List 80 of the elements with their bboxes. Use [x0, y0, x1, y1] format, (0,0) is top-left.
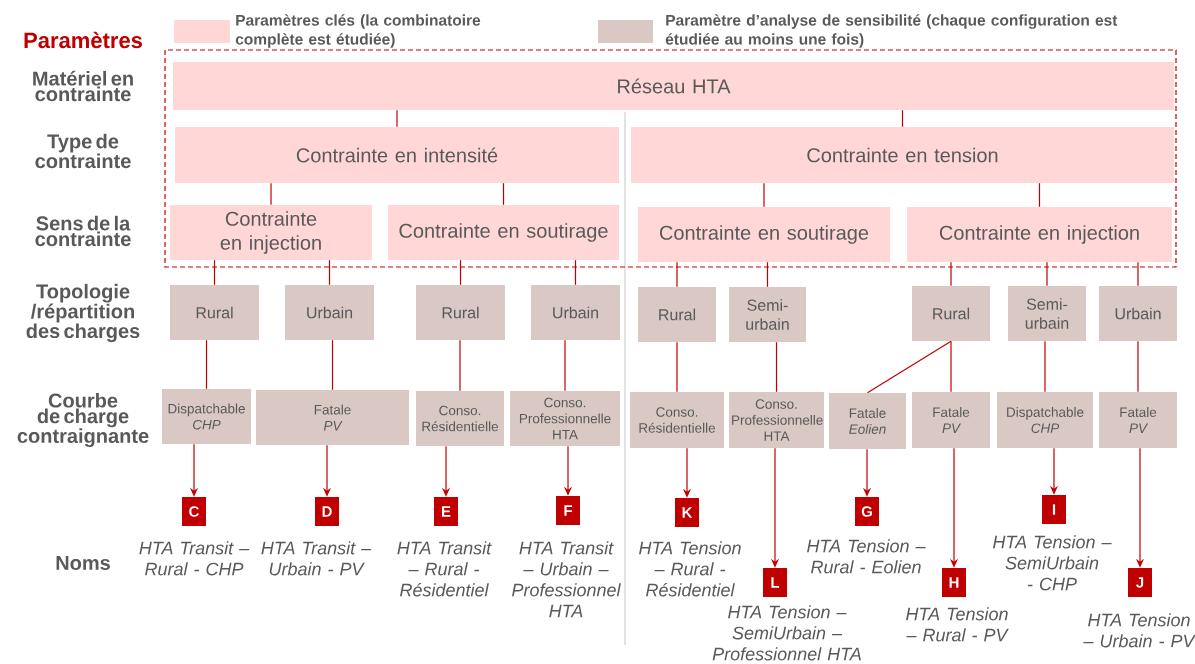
letter-badge: L	[763, 568, 787, 597]
load-curve-box: Fatale Eolien	[829, 393, 906, 449]
load-curve-box: Conso. Résidentielle	[630, 392, 724, 448]
letter-badge: E	[434, 497, 458, 526]
name-label: HTA Tension – Rural - PV	[906, 607, 1009, 642]
connector-line	[328, 259, 331, 286]
letter-badge: K	[675, 498, 699, 527]
connector-line	[766, 261, 769, 288]
key-parameter-box: Contrainte en soutirage	[388, 205, 619, 260]
legend-text: Paramètres clés (la combinatoire complète est étudiée)	[235, 14, 481, 48]
topology-box: Semi-urbain	[1008, 286, 1086, 341]
name-label: HTA Tension – Rural - Eolien	[807, 539, 926, 574]
load-curve-box: Dispatchable CHP	[997, 392, 1093, 448]
name-label: HTA Transit – Rural - Résidentiel	[397, 541, 492, 597]
topology-box: Urbain	[1099, 286, 1177, 341]
topology-box: Rural	[416, 285, 505, 340]
connector-line	[270, 182, 272, 206]
connector-line	[775, 341, 778, 393]
connector-line	[574, 259, 577, 286]
letter-badge: D	[315, 497, 339, 526]
connector-line	[676, 341, 678, 393]
key-parameter-box: Réseau HTA	[173, 62, 1174, 110]
connector-line	[1038, 182, 1041, 208]
connector-line	[213, 259, 216, 286]
topology-box: Urbain	[285, 285, 374, 340]
name-label: HTA Transit – Urbain – Professionnel HTA	[512, 541, 621, 618]
topology-box: Urbain	[531, 285, 620, 340]
topology-box: Rural	[170, 285, 259, 340]
load-curve-box: Conso. Résidentielle	[416, 391, 504, 446]
connector-line	[502, 182, 505, 206]
row-label: Courbe de charge contraignante	[17, 392, 149, 448]
connector-line	[331, 339, 334, 391]
key-parameter-box: Contrainte en injection	[170, 205, 372, 260]
letter-badge: I	[1042, 495, 1066, 524]
letter-badge: C	[182, 497, 206, 526]
name-label: HTA Transit – Urbain - PV	[261, 541, 372, 576]
load-curve-box: Conso. Professionnelle HTA	[510, 391, 620, 446]
legend-text: Paramètre d’analyse de sensibilité (chaque configuration est étudiée au moins une fois)	[665, 14, 1118, 48]
letter-badge: H	[942, 568, 966, 597]
connector-line	[459, 339, 461, 392]
row-label: Type de contrainte	[35, 133, 131, 169]
key-parameter-box: Contrainte en soutirage	[638, 207, 890, 262]
connector-line	[950, 261, 952, 287]
letter-badge: G	[855, 497, 879, 526]
connector-line	[1137, 340, 1139, 393]
name-label: HTA Tension – Rural - Résidentiel	[639, 541, 741, 597]
row-label: Topologie /répartition des charges	[26, 283, 140, 343]
name-label: HTA Tension – Urbain - PV	[1083, 613, 1195, 648]
load-curve-box: Conso. Professionnelle HTA	[729, 392, 824, 448]
letter-badge: F	[556, 496, 580, 525]
topology-box: Rural	[912, 286, 990, 341]
key-parameter-box: Contrainte en intensité	[175, 127, 619, 183]
connector-line	[866, 340, 952, 394]
name-label: HTA Tension – SemiUrbain - CHP	[993, 535, 1112, 591]
key-parameter-box: Contrainte en injection	[907, 207, 1172, 262]
topology-box: Semi-urbain	[729, 287, 806, 342]
load-curve-box: Fatale PV	[1099, 392, 1177, 448]
connector-line	[1046, 261, 1048, 287]
key-parameter-box: Contrainte en tension	[631, 127, 1174, 183]
connector-line	[1044, 340, 1046, 393]
connector-line	[459, 259, 462, 286]
connector-line	[1137, 261, 1139, 287]
section-title: Paramètres	[24, 31, 142, 49]
load-curve-box: Fatale PV	[912, 392, 990, 448]
connector-line	[901, 109, 904, 128]
connector-line	[205, 339, 208, 390]
connector-line	[564, 339, 566, 392]
connector-line	[763, 182, 765, 208]
row-label: Sens de la contrainte	[35, 215, 131, 247]
name-label: HTA Transit – Rural - CHP	[139, 541, 250, 576]
letter-badge: J	[1128, 568, 1152, 597]
row-label: Noms	[56, 556, 110, 570]
row-label: Matériel en contrainte	[33, 70, 133, 102]
connector-line	[396, 109, 398, 128]
topology-box: Rural	[638, 287, 716, 342]
connector-line	[950, 340, 952, 393]
connector-line	[676, 261, 678, 288]
load-curve-box: Dispatchable CHP	[162, 389, 251, 444]
name-label: HTA Tension – SemiUrbain – Professionnel HTA	[712, 605, 861, 661]
load-curve-box: Fatale PV	[256, 390, 409, 445]
